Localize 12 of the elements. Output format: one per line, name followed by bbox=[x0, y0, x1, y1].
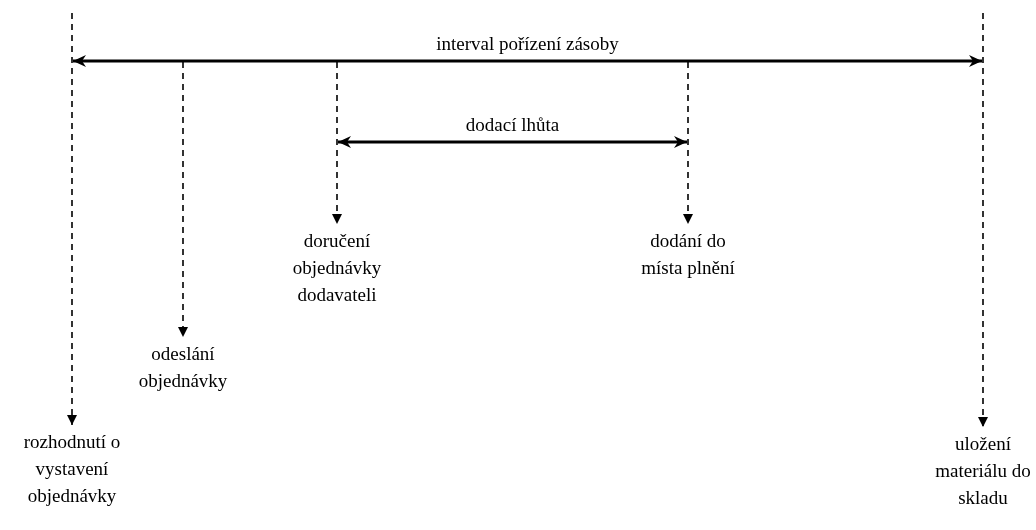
milestone-label: odeslání objednávky bbox=[123, 340, 243, 394]
dashed-arrow bbox=[683, 61, 693, 225]
interval-label: interval pořízení zásoby bbox=[436, 33, 619, 55]
interval-label: dodací lhůta bbox=[465, 114, 560, 136]
milestone-label: doručení objednávky dodavateli bbox=[282, 227, 392, 308]
dashed-arrow bbox=[978, 12, 988, 428]
milestone-label: uložení materiálu do skladu bbox=[935, 430, 1031, 511]
dashed-arrow bbox=[178, 61, 188, 338]
dashed-arrow bbox=[332, 61, 342, 225]
milestone-label: dodání do místa plnění bbox=[633, 227, 743, 281]
milestone-label: rozhodnutí o vystavení objednávky bbox=[22, 428, 122, 509]
dashed-arrow bbox=[67, 12, 77, 426]
